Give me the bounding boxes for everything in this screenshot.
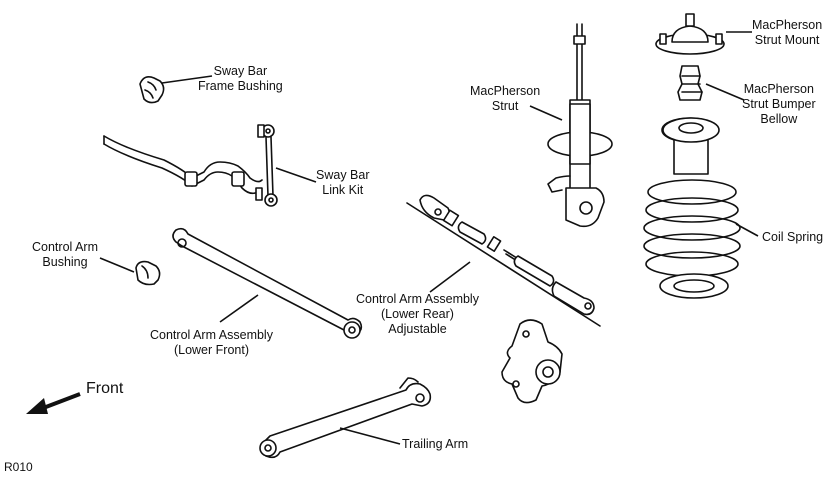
leader-control-arm-bushing [99, 257, 135, 273]
label-sway-bar-frame-bushing: Sway Bar Frame Bushing [198, 64, 283, 93]
leader-link-kit [275, 167, 317, 183]
label-control-arm-bushing: Control Arm Bushing [32, 240, 98, 269]
label-macpherson-strut-mount: MacPherson Strut Mount [752, 18, 823, 47]
leader-lower-rear [429, 261, 471, 293]
bumper-bellow-part [677, 65, 703, 101]
control-arm-lower-front-part [172, 227, 363, 339]
sway-bar-frame-bushing-part [139, 76, 165, 104]
leader-coil-spring [735, 223, 759, 237]
leader-frame-bushing [161, 75, 213, 84]
strut-mount-part [655, 13, 725, 55]
sway-bar-part [103, 135, 263, 195]
front-direction-label: Front [86, 380, 124, 397]
leader-trailing-arm [339, 427, 401, 445]
trailing-arm-part [259, 377, 432, 459]
leader-lower-front [219, 294, 259, 323]
leader-strut [529, 105, 563, 121]
spring-seat-part [661, 117, 720, 175]
label-control-arm-lower-front: Control Arm Assembly (Lower Front) [150, 328, 273, 357]
knuckle-part [501, 319, 563, 404]
macpherson-strut-part [547, 23, 613, 228]
front-arrow-icon [26, 392, 81, 414]
label-macpherson-strut-bumper-bellow: MacPherson Strut Bumper Bellow [742, 82, 816, 126]
sway-bar-link-kit-part [255, 124, 278, 207]
label-sway-bar-link-kit: Sway Bar Link Kit [316, 168, 370, 197]
label-macpherson-strut: MacPherson Strut [470, 84, 541, 113]
label-coil-spring: Coil Spring [762, 230, 824, 244]
leader-bumper [705, 83, 745, 101]
coil-spring-part [643, 179, 741, 299]
label-trailing-arm: Trailing Arm [402, 437, 469, 451]
control-arm-bushing-part [135, 260, 161, 286]
label-control-arm-lower-rear: Control Arm Assembly (Lower Rear) Adjust… [356, 292, 479, 336]
control-arm-lower-rear-part [406, 194, 601, 327]
figure-code: R010 [4, 460, 33, 474]
